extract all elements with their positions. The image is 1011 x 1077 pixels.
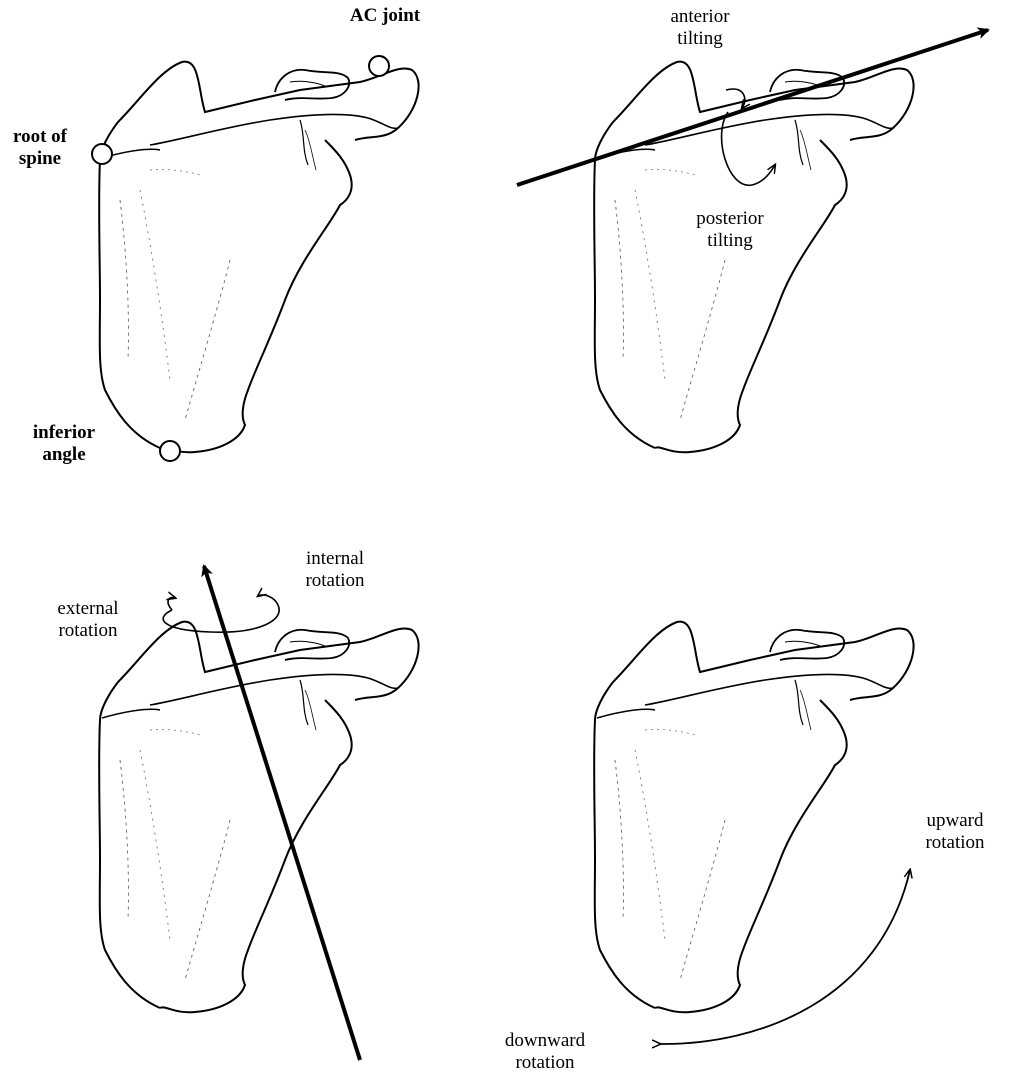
vertical-axis-arrow (204, 566, 360, 1060)
label-external-rotation-line1: external (33, 598, 143, 620)
scapula-drawing-4 (594, 622, 913, 1013)
label-posterior-tilting: posterior tilting (675, 208, 785, 252)
label-anterior-tilting: anterior tilting (650, 6, 750, 50)
panel-internal-external (99, 622, 418, 1013)
label-external-rotation: external rotation (33, 598, 143, 642)
label-posterior-tilting-line2: tilting (675, 230, 785, 252)
label-inferior-angle-line1: inferior (14, 422, 114, 444)
upward-downward-arc (660, 870, 910, 1044)
label-downward-rotation-line2: rotation (490, 1052, 600, 1074)
root-of-spine-circle (92, 144, 112, 164)
label-posterior-tilting-line1: posterior (675, 208, 785, 230)
label-upward-rotation-line1: upward (900, 810, 1010, 832)
label-upward-rotation-line2: rotation (900, 832, 1010, 854)
label-downward-rotation-line1: downward (490, 1030, 600, 1052)
label-inferior-angle: inferior angle (14, 422, 114, 466)
external-rotation-tick (168, 598, 175, 610)
label-root-of-spine-line2: spine (0, 148, 80, 170)
label-anterior-tilting-line2: tilting (650, 28, 750, 50)
label-internal-rotation-line2: rotation (280, 570, 390, 592)
ac-joint-circle (369, 56, 389, 76)
label-internal-rotation: internal rotation (280, 548, 390, 592)
label-external-rotation-line2: rotation (33, 620, 143, 642)
panel-tilting (594, 62, 913, 453)
label-upward-rotation: upward rotation (900, 810, 1010, 854)
panel-upward-downward (594, 622, 913, 1013)
scapula-drawing-2 (594, 62, 913, 453)
label-internal-rotation-line1: internal (280, 548, 390, 570)
scapula-drawing-3 (99, 622, 418, 1013)
tilting-axis-arrow (517, 30, 988, 185)
label-anterior-tilting-line1: anterior (650, 6, 750, 28)
label-inferior-angle-line2: angle (14, 444, 114, 466)
label-root-of-spine: root of spine (0, 126, 80, 170)
label-root-of-spine-line1: root of (0, 126, 80, 148)
panel-landmarks (92, 56, 419, 461)
label-downward-rotation: downward rotation (490, 1030, 600, 1074)
scapula-drawing-1 (99, 62, 418, 453)
inferior-angle-circle (160, 441, 180, 461)
label-ac-joint: AC joint (325, 5, 445, 27)
